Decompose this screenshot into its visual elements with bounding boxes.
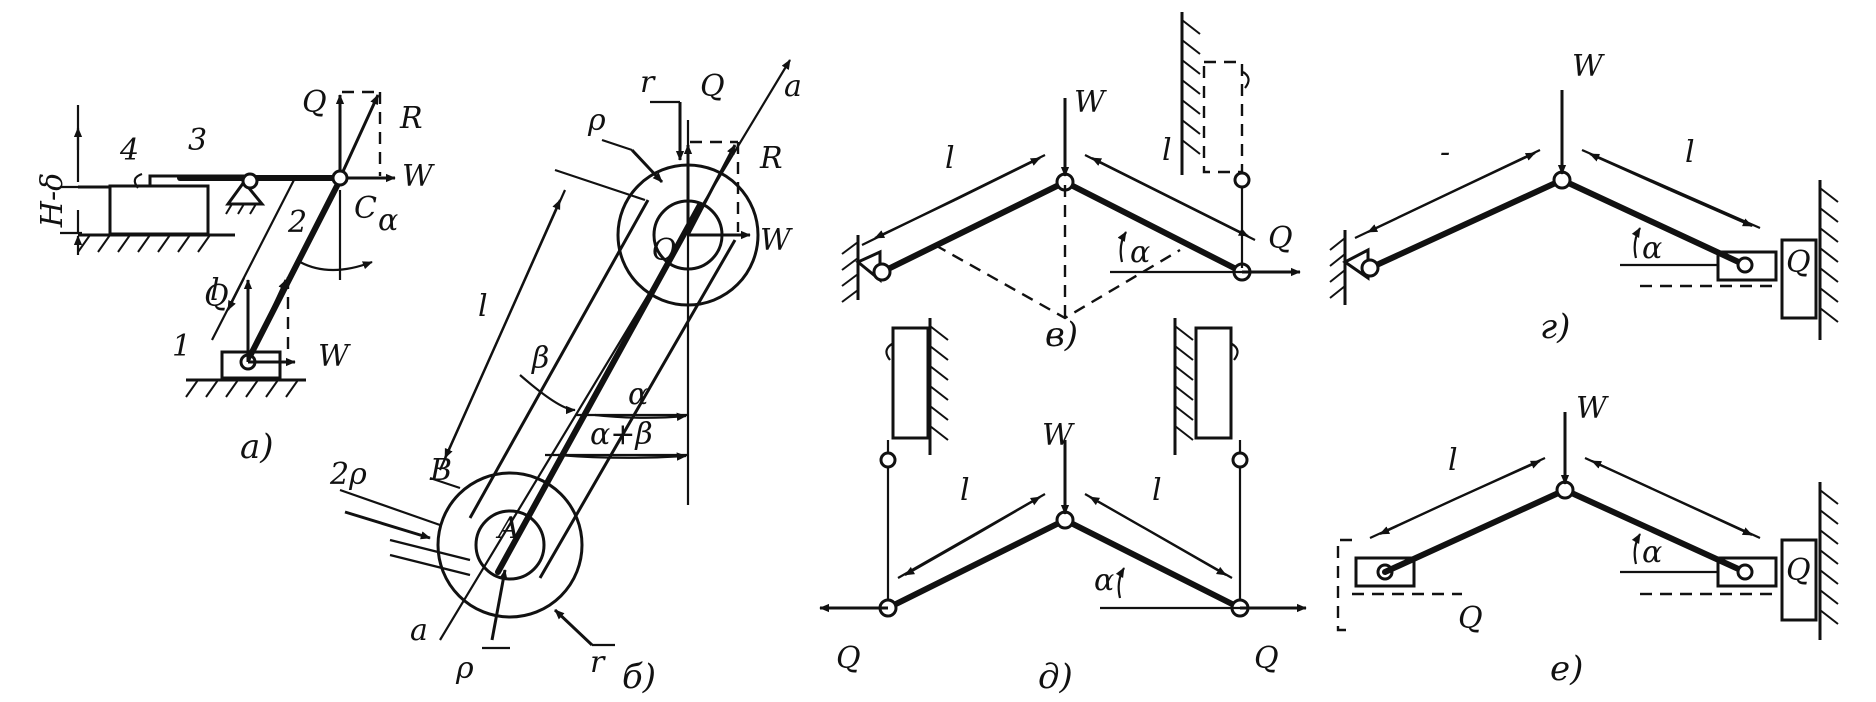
caption-v: в) (1045, 315, 1078, 355)
label-q: Q (1786, 245, 1811, 280)
label-two-rho: 2ρ (329, 457, 367, 492)
caption-d: д) (1038, 657, 1073, 697)
label-q-right: Q (1786, 553, 1811, 588)
label-w: W (1042, 418, 1075, 453)
label-q: Q (1268, 221, 1293, 256)
label-l-right: l (1152, 473, 1162, 508)
panel-d: W l l α Q Q д) (819, 318, 1307, 697)
panel-g: W - l α Q г) (1329, 49, 1839, 347)
label-r: R (399, 101, 423, 136)
label-r-bottom: r (590, 645, 606, 680)
label-rho-bottom: ρ (455, 651, 474, 686)
caption-g: г) (1540, 307, 1570, 347)
label-w: W (760, 223, 793, 258)
caption-b: б) (622, 657, 656, 697)
label-a-top: a (784, 69, 802, 104)
panel-e: W l α Q Q е) (1336, 391, 1839, 689)
label-l-left: l (945, 141, 955, 176)
label-o: O (652, 233, 677, 268)
panel-a: H-δ 4 3 2 1 l Q R W C α Q W а) (35, 85, 435, 467)
label-l: l (1448, 443, 1458, 478)
label-c: C (354, 191, 377, 226)
label-alpha-beta: α+β (590, 417, 653, 452)
label-2: 2 (287, 205, 307, 240)
label-q-right: Q (1254, 641, 1279, 676)
label-l-right: l (1685, 135, 1695, 170)
label-q: Q (700, 69, 725, 104)
label-alpha: α (628, 377, 648, 412)
panel-b: ρ r Q a R W O l β α α+β 2ρ B A a ρ r б) (329, 59, 802, 697)
label-q-bottom: Q (204, 279, 229, 314)
label-w: W (1074, 85, 1107, 120)
caption-e: е) (1550, 649, 1583, 689)
label-r-force: R (759, 141, 783, 176)
label-1: 1 (172, 329, 191, 364)
label-l-left: - (1440, 135, 1450, 170)
label-h-delta: H-δ (35, 173, 70, 228)
label-q-top: Q (302, 85, 327, 120)
label-w-bottom: W (318, 339, 351, 374)
label-alpha: α (1094, 563, 1114, 598)
label-a-point: A (495, 511, 520, 546)
label-r-top: r (640, 65, 656, 100)
label-3: 3 (188, 123, 207, 158)
label-q-left: Q (1458, 601, 1483, 636)
panel-v: l W l α Q в) (841, 12, 1301, 355)
label-a-bottom: a (410, 613, 428, 648)
label-rho-top: ρ (587, 103, 606, 138)
label-alpha: α (1642, 231, 1662, 266)
label-l: l (478, 289, 488, 324)
label-4: 4 (119, 133, 139, 168)
label-w: W (1572, 49, 1605, 84)
label-w: W (1576, 391, 1609, 426)
caption-a: а) (240, 427, 274, 467)
label-w-top: W (402, 159, 435, 194)
label-alpha: α (1642, 535, 1662, 570)
label-b: B (429, 453, 452, 488)
label-alpha: α (1130, 235, 1150, 270)
label-q-left: Q (836, 641, 861, 676)
label-l-right: l (1162, 133, 1172, 168)
label-l: l (210, 273, 220, 308)
label-l-left: l (960, 473, 970, 508)
label-beta: β (531, 341, 549, 376)
label-alpha: α (378, 203, 398, 238)
